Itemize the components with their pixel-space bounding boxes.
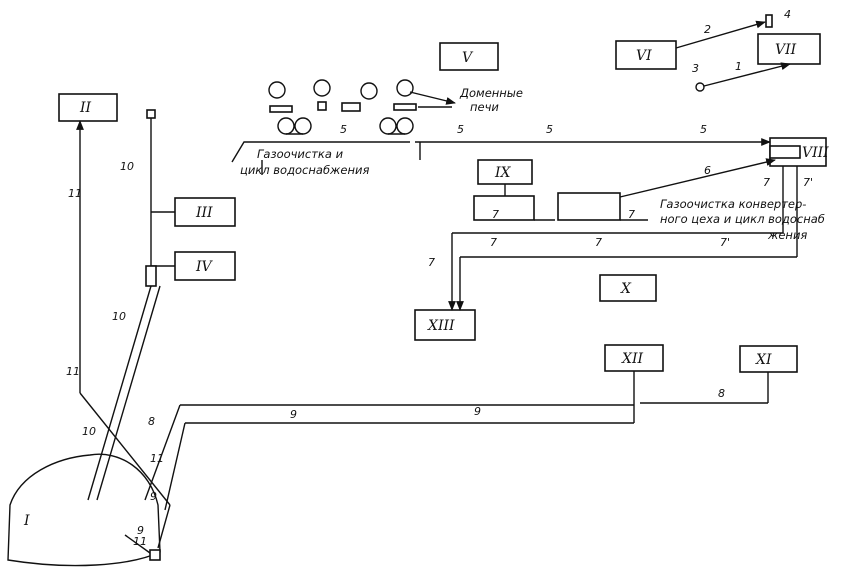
unit-box-VII: VII [757,33,821,65]
svg-text:7: 7 [492,208,499,221]
svg-text:5: 5 [546,123,553,136]
unit-box-VIII: VIII [769,137,829,167]
reservoir-outline [7,453,161,567]
svg-text:7: 7 [595,236,602,249]
svg-text:10: 10 [120,160,134,173]
svg-text:XI: XI [755,352,772,368]
svg-text:4: 4 [784,8,791,21]
unit-box-V: V [439,42,499,71]
unit-box-IV: IV [174,251,236,281]
label-blast-furnaces-1: Доменные [459,86,523,100]
blast-furnaces [268,79,417,135]
label-gas-cleaning-conv-2: ного цеха и цикл водоснаб [660,212,825,226]
svg-text:11: 11 [68,187,82,200]
pipe-6 [619,158,776,198]
svg-text:VII: VII [775,42,797,58]
svg-text:1: 1 [735,60,742,73]
svg-text:9: 9 [137,524,144,537]
svg-text:8: 8 [718,387,725,400]
pipe-1 [703,62,791,87]
unit-box-III: III [174,197,236,227]
svg-text:VIII: VIII [802,145,829,161]
svg-text:9: 9 [474,405,481,418]
svg-text:VI: VI [636,48,652,64]
svg-text:7': 7' [803,176,813,189]
svg-text:7: 7 [428,256,435,269]
svg-text:11: 11 [66,365,80,378]
unit-box-XIII: XIII [414,309,476,341]
unit-box-conv-tank [557,192,621,221]
svg-text:V: V [462,50,474,66]
unit-label-I: I [23,513,30,529]
svg-text:7: 7 [628,208,635,221]
svg-text:10: 10 [82,425,96,438]
svg-text:IX: IX [494,165,512,181]
svg-text:9: 9 [150,490,157,503]
svg-text:11: 11 [150,452,164,465]
svg-text:III: III [195,205,213,221]
source-3-circle [695,82,705,92]
svg-text:9: 9 [290,408,297,421]
unit-box-VI: VI [615,40,677,70]
unit-box-X: X [599,274,657,302]
unit-box-XII: XII [604,344,664,372]
svg-text:6: 6 [704,164,711,177]
svg-text:7: 7 [490,236,497,249]
label-gas-cleaning-conv-3: жения [767,228,807,242]
svg-text:5: 5 [340,123,347,136]
svg-text:XIII: XIII [427,318,455,334]
unit-box-XI: XI [739,345,798,373]
label-gas-cleaning-bf-2: цикл водоснабжения [240,163,369,177]
svg-text:5: 5 [457,123,464,136]
unit-box-IX: IX [473,159,535,221]
unit-box-II: II [58,93,118,122]
svg-text:7': 7' [720,236,730,249]
svg-text:7: 7 [763,176,770,189]
svg-text:10: 10 [112,310,126,323]
svg-text:IV: IV [195,259,214,275]
svg-text:X: X [620,281,632,297]
svg-text:11: 11 [133,535,147,548]
svg-text:XII: XII [621,351,643,367]
label-gas-cleaning-bf-1: Газоочистка и [257,147,344,161]
label-blast-furnaces-2: печи [470,100,499,114]
svg-text:3: 3 [692,62,699,75]
label-gas-cleaning-conv-1: Газоочистка конвертер- [660,197,806,211]
svg-text:2: 2 [704,23,711,36]
svg-text:II: II [79,100,92,116]
svg-text:8: 8 [148,415,155,428]
pipe-2 [675,20,766,49]
svg-text:5: 5 [700,123,707,136]
